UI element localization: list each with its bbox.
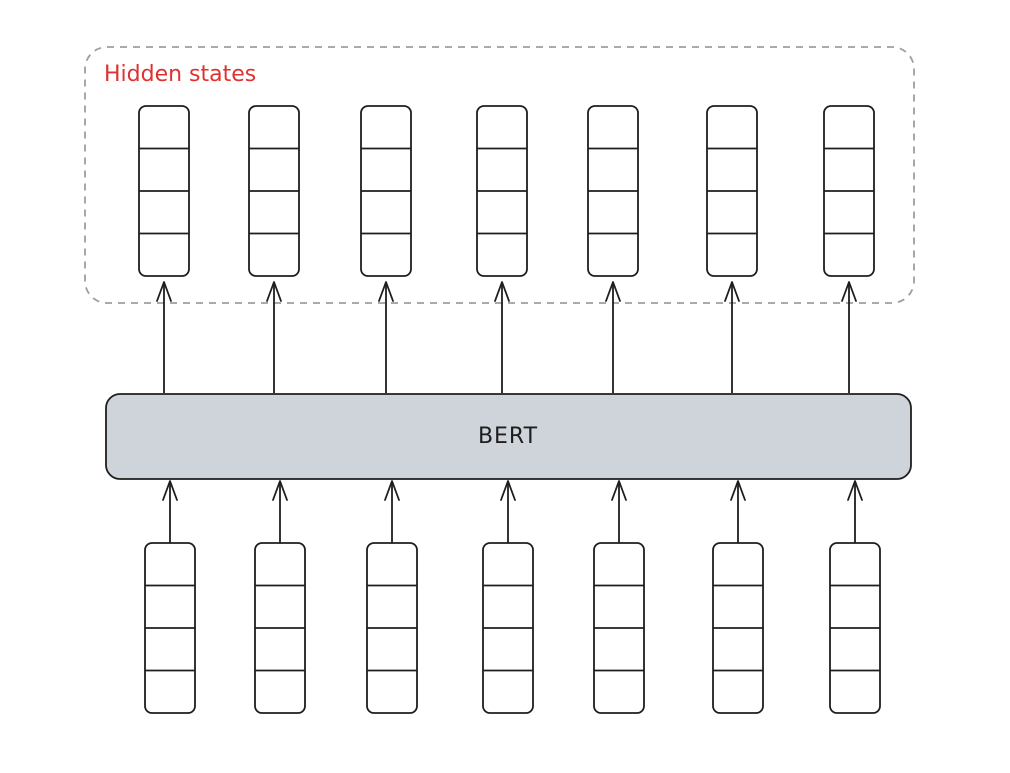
hidden-state-vector bbox=[706, 105, 758, 277]
input-embedding-vectors bbox=[144, 542, 881, 714]
arrow-to-hidden-state-head bbox=[378, 281, 394, 302]
hidden-state-vector bbox=[138, 105, 190, 277]
arrow-to-bert bbox=[847, 480, 863, 543]
arrow-to-bert bbox=[272, 480, 288, 543]
hidden-state-vector bbox=[248, 105, 300, 277]
arrow-to-bert-head bbox=[384, 480, 400, 501]
arrow-to-hidden-state-head bbox=[494, 281, 510, 302]
input-embedding-vector bbox=[482, 542, 534, 714]
arrow-to-hidden-state-head bbox=[605, 281, 621, 302]
arrow-to-bert bbox=[384, 480, 400, 543]
arrow-to-hidden-state bbox=[378, 281, 394, 393]
arrow-to-hidden-state bbox=[724, 281, 740, 393]
arrow-to-hidden-state-head bbox=[724, 281, 740, 302]
arrow-to-bert-head bbox=[500, 480, 516, 501]
arrow-to-hidden-state-head bbox=[266, 281, 282, 302]
input-embedding-vector bbox=[366, 542, 418, 714]
arrow-to-hidden-state bbox=[494, 281, 510, 393]
arrow-to-bert bbox=[611, 480, 627, 543]
arrow-to-bert-head bbox=[162, 480, 178, 501]
bert-block bbox=[105, 393, 912, 480]
input-embedding-vector bbox=[829, 542, 881, 714]
arrow-to-bert bbox=[730, 480, 746, 543]
arrow-to-hidden-state-head bbox=[841, 281, 857, 302]
arrow-to-bert-head bbox=[272, 480, 288, 501]
arrow-to-bert bbox=[500, 480, 516, 543]
hidden-state-vector bbox=[476, 105, 528, 277]
hidden-states-label: Hidden states bbox=[104, 62, 256, 87]
arrows bbox=[156, 281, 863, 543]
bert-label: BERT bbox=[478, 424, 538, 449]
input-embedding-vector bbox=[712, 542, 764, 714]
arrow-to-hidden-state-head bbox=[156, 281, 172, 302]
arrow-to-hidden-state bbox=[156, 281, 172, 393]
arrow-to-bert bbox=[162, 480, 178, 543]
arrow-to-bert-head bbox=[847, 480, 863, 501]
arrow-to-hidden-state bbox=[841, 281, 857, 393]
input-embedding-vector bbox=[144, 542, 196, 714]
input-embedding-vector bbox=[593, 542, 645, 714]
input-embedding-vector bbox=[254, 542, 306, 714]
hidden-state-vector bbox=[823, 105, 875, 277]
hidden-state-vector bbox=[360, 105, 412, 277]
hidden-states-group bbox=[84, 46, 915, 304]
arrow-to-hidden-state bbox=[605, 281, 621, 393]
arrow-to-bert-head bbox=[611, 480, 627, 501]
hidden-state-vectors bbox=[138, 105, 875, 277]
hidden-state-vector bbox=[587, 105, 639, 277]
arrow-to-hidden-state bbox=[266, 281, 282, 393]
arrow-to-bert-head bbox=[730, 480, 746, 501]
